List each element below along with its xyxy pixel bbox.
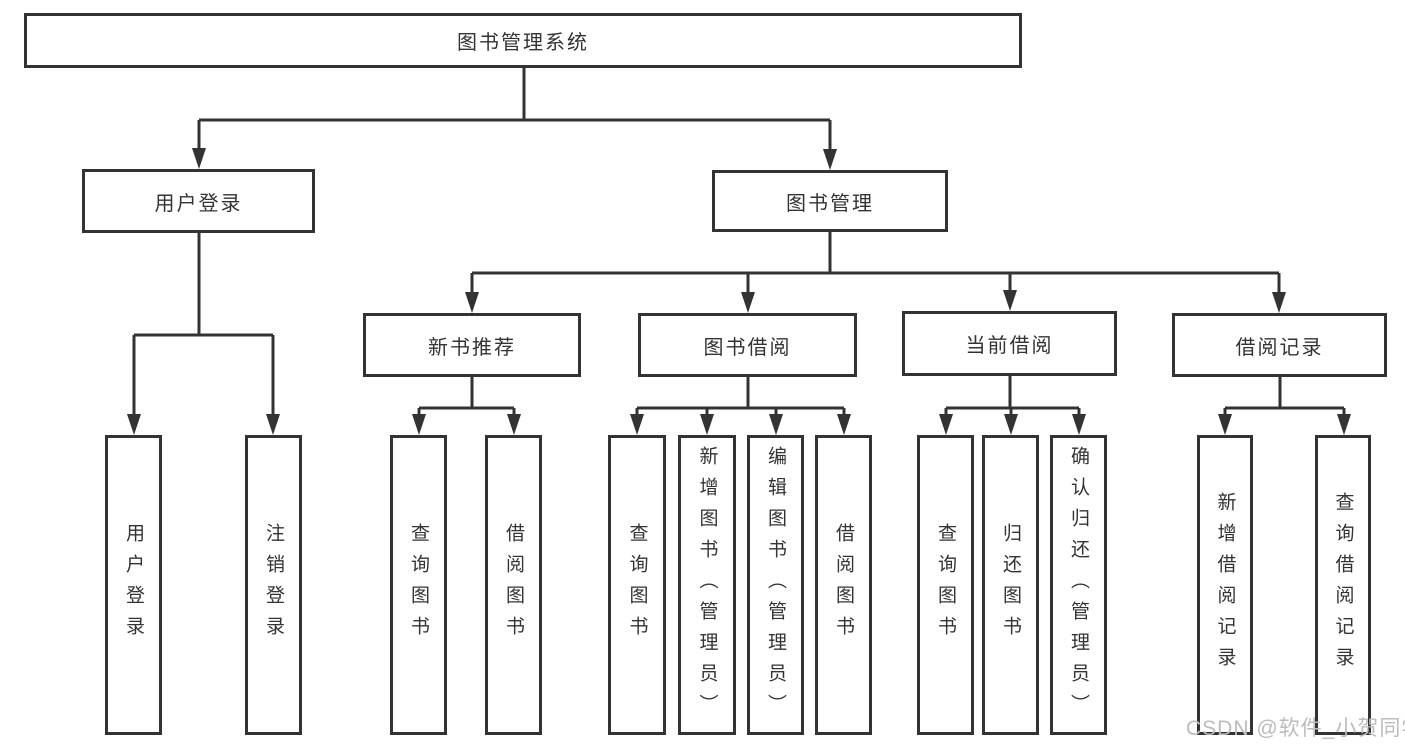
leaf-label: 查询借阅记录 [1332,492,1354,678]
leaf-label: 确认归还（管理员） [1068,445,1089,725]
leaf-label: 查询图书 [408,523,429,647]
leaf-query-books: 查询图书 [917,435,974,735]
leaf-label: 借阅图书 [833,523,854,647]
leaf-user-login: 用户登录 [105,435,162,735]
leaf-label: 注销登录 [263,523,284,647]
leaf-label: 查询图书 [626,523,648,647]
node-library-management-system: 图书管理系统 [24,13,1022,68]
leaf-logout: 注销登录 [245,435,302,735]
node-book-management: 图书管理 [712,170,948,232]
node-label: 当前借阅 [965,335,1054,357]
leaf-borrow-books: 借阅图书 [485,435,542,735]
arrowheads [127,148,1351,435]
leaf-query-borrow-records: 查询借阅记录 [1315,435,1371,735]
node-label: 图书管理 [786,192,874,215]
leaf-edit-books-admin: 编辑图书（管理员） [747,435,804,735]
node-book-borrowing: 图书借阅 [638,313,857,377]
leaf-confirm-return-admin: 确认归还（管理员） [1050,435,1107,735]
node-borrowing-records: 借阅记录 [1172,313,1387,377]
leaf-label: 用户登录 [123,523,144,647]
leaf-label: 新增图书（管理员） [696,445,718,725]
node-label: 用户登录 [154,192,243,215]
watermark: CSDN @软件_小贺同学 [1186,717,1405,740]
leaf-label: 新增借阅记录 [1214,492,1236,678]
node-current-borrowing: 当前借阅 [902,311,1117,376]
leaf-return-books: 归还图书 [982,435,1039,735]
node-user-login: 用户登录 [82,169,315,233]
leaf-label: 归还图书 [1000,523,1021,647]
node-label: 借阅记录 [1235,336,1324,359]
leaf-borrow-books: 借阅图书 [815,435,872,735]
leaf-label: 借阅图书 [503,523,524,647]
node-label: 新书推荐 [428,336,516,359]
leaf-label: 查询图书 [935,523,956,647]
leaf-query-books: 查询图书 [390,435,447,735]
leaf-label: 编辑图书（管理员） [765,445,786,725]
leaf-add-books-admin: 新增图书（管理员） [678,435,736,735]
leaf-add-borrow-record: 新增借阅记录 [1197,435,1253,735]
node-new-book-recommendation: 新书推荐 [363,313,581,377]
node-label: 图书管理系统 [457,32,589,54]
leaf-query-books: 查询图书 [608,435,666,735]
node-label: 图书借阅 [703,336,792,359]
